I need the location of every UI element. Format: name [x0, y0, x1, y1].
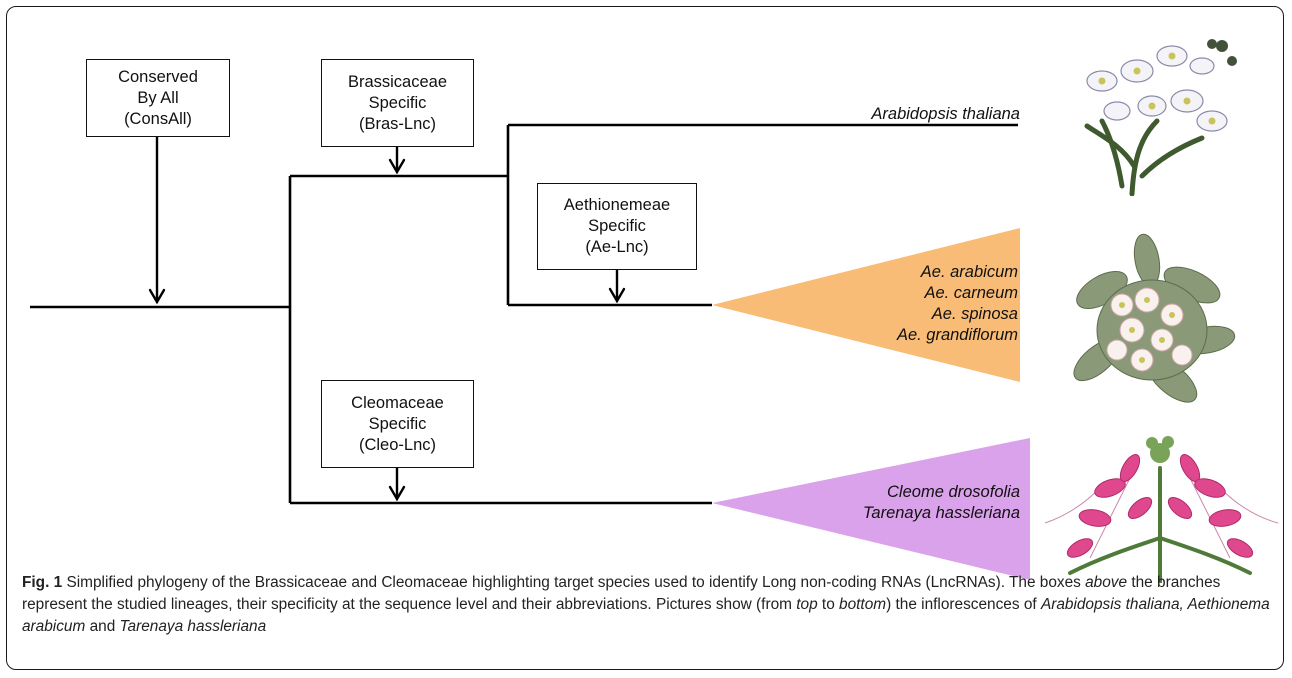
ae-line1: Aethionemeae — [563, 196, 671, 214]
bras-line3: (Bras-Lnc) — [358, 114, 436, 133]
caption-text-3: to — [817, 596, 840, 613]
arabidopsis-flower-photo — [1084, 39, 1237, 196]
aethionema-clade-triangle — [712, 228, 1020, 382]
consall-line2: By All — [137, 88, 179, 107]
bras-box: Brassicaceae Specific (Bras-Lnc) — [321, 59, 474, 147]
cleome-clade-triangle — [712, 438, 1030, 580]
bras-line1: Brassicaceae — [347, 72, 448, 91]
consall-line1: Conserved — [118, 67, 198, 86]
ae-line3: (Ae-Lnc) — [585, 238, 649, 256]
caption-text-1: Simplified phylogeny of the Brassicaceae… — [62, 574, 1086, 591]
caption-em-species-2: Tarenaya hassleriana — [119, 618, 267, 635]
cleo-box: Cleomaceae Specific (Cleo-Lnc) — [321, 380, 474, 468]
caption-em-bottom: bottom — [839, 596, 887, 613]
cleo-line3: (Cleo-Lnc) — [358, 435, 437, 454]
arabidopsis-label: Arabidopsis thaliana — [871, 105, 1020, 123]
tarenaya-flower-photo — [1044, 436, 1279, 583]
consall-arrow — [148, 134, 166, 305]
ae-line2: Specific — [588, 217, 646, 235]
species-ae-arabicum: Ae. arabicum — [920, 263, 1018, 281]
cleo-line2: Specific — [368, 414, 427, 433]
figure-frame — [6, 6, 1284, 670]
caption-text-4: ) the inflorescences of — [886, 596, 1041, 613]
caption-fig-label: Fig. 1 — [22, 574, 63, 591]
species-ae-grandiflorum: Ae. grandiflorum — [896, 326, 1018, 344]
species-cleome-drosofolia: Cleome drosofolia — [887, 483, 1020, 501]
species-tarenaya-hassleriana: Tarenaya hassleriana — [862, 504, 1020, 522]
species-ae-spinosa: Ae. spinosa — [931, 305, 1018, 323]
aethionema-species-list: Ae. arabicum Ae. carneum Ae. spinosa Ae.… — [897, 262, 1018, 346]
consall-line3: (ConsAll) — [124, 109, 192, 128]
bras-line2: Specific — [368, 93, 427, 112]
bras-arrow — [388, 144, 406, 175]
caption-em-top: top — [796, 596, 818, 613]
cleome-species-list: Cleome drosofolia Tarenaya hassleriana — [863, 482, 1020, 524]
caption-em-above: above — [1085, 574, 1128, 591]
caption-text-2: the branches represent the studied linea… — [22, 574, 1221, 613]
cleo-arrow — [388, 466, 406, 502]
figure-caption: Fig. 1 Simplified phylogeny of the Brass… — [22, 572, 1272, 638]
caption-em-species-1: Arabidopsis thaliana, Aethionema arabicu… — [22, 596, 1270, 635]
ae-box: Aethionemeae Specific (Ae-Lnc) — [537, 183, 697, 270]
cleo-line1: Cleomaceae — [351, 393, 444, 412]
aethionema-flower-photo — [1073, 233, 1236, 403]
caption-text-5: and — [85, 618, 120, 635]
consall-box: Conserved By All (ConsAll) — [86, 59, 230, 137]
ae-arrow — [608, 268, 626, 304]
species-ae-carneum: Ae. carneum — [924, 284, 1018, 302]
